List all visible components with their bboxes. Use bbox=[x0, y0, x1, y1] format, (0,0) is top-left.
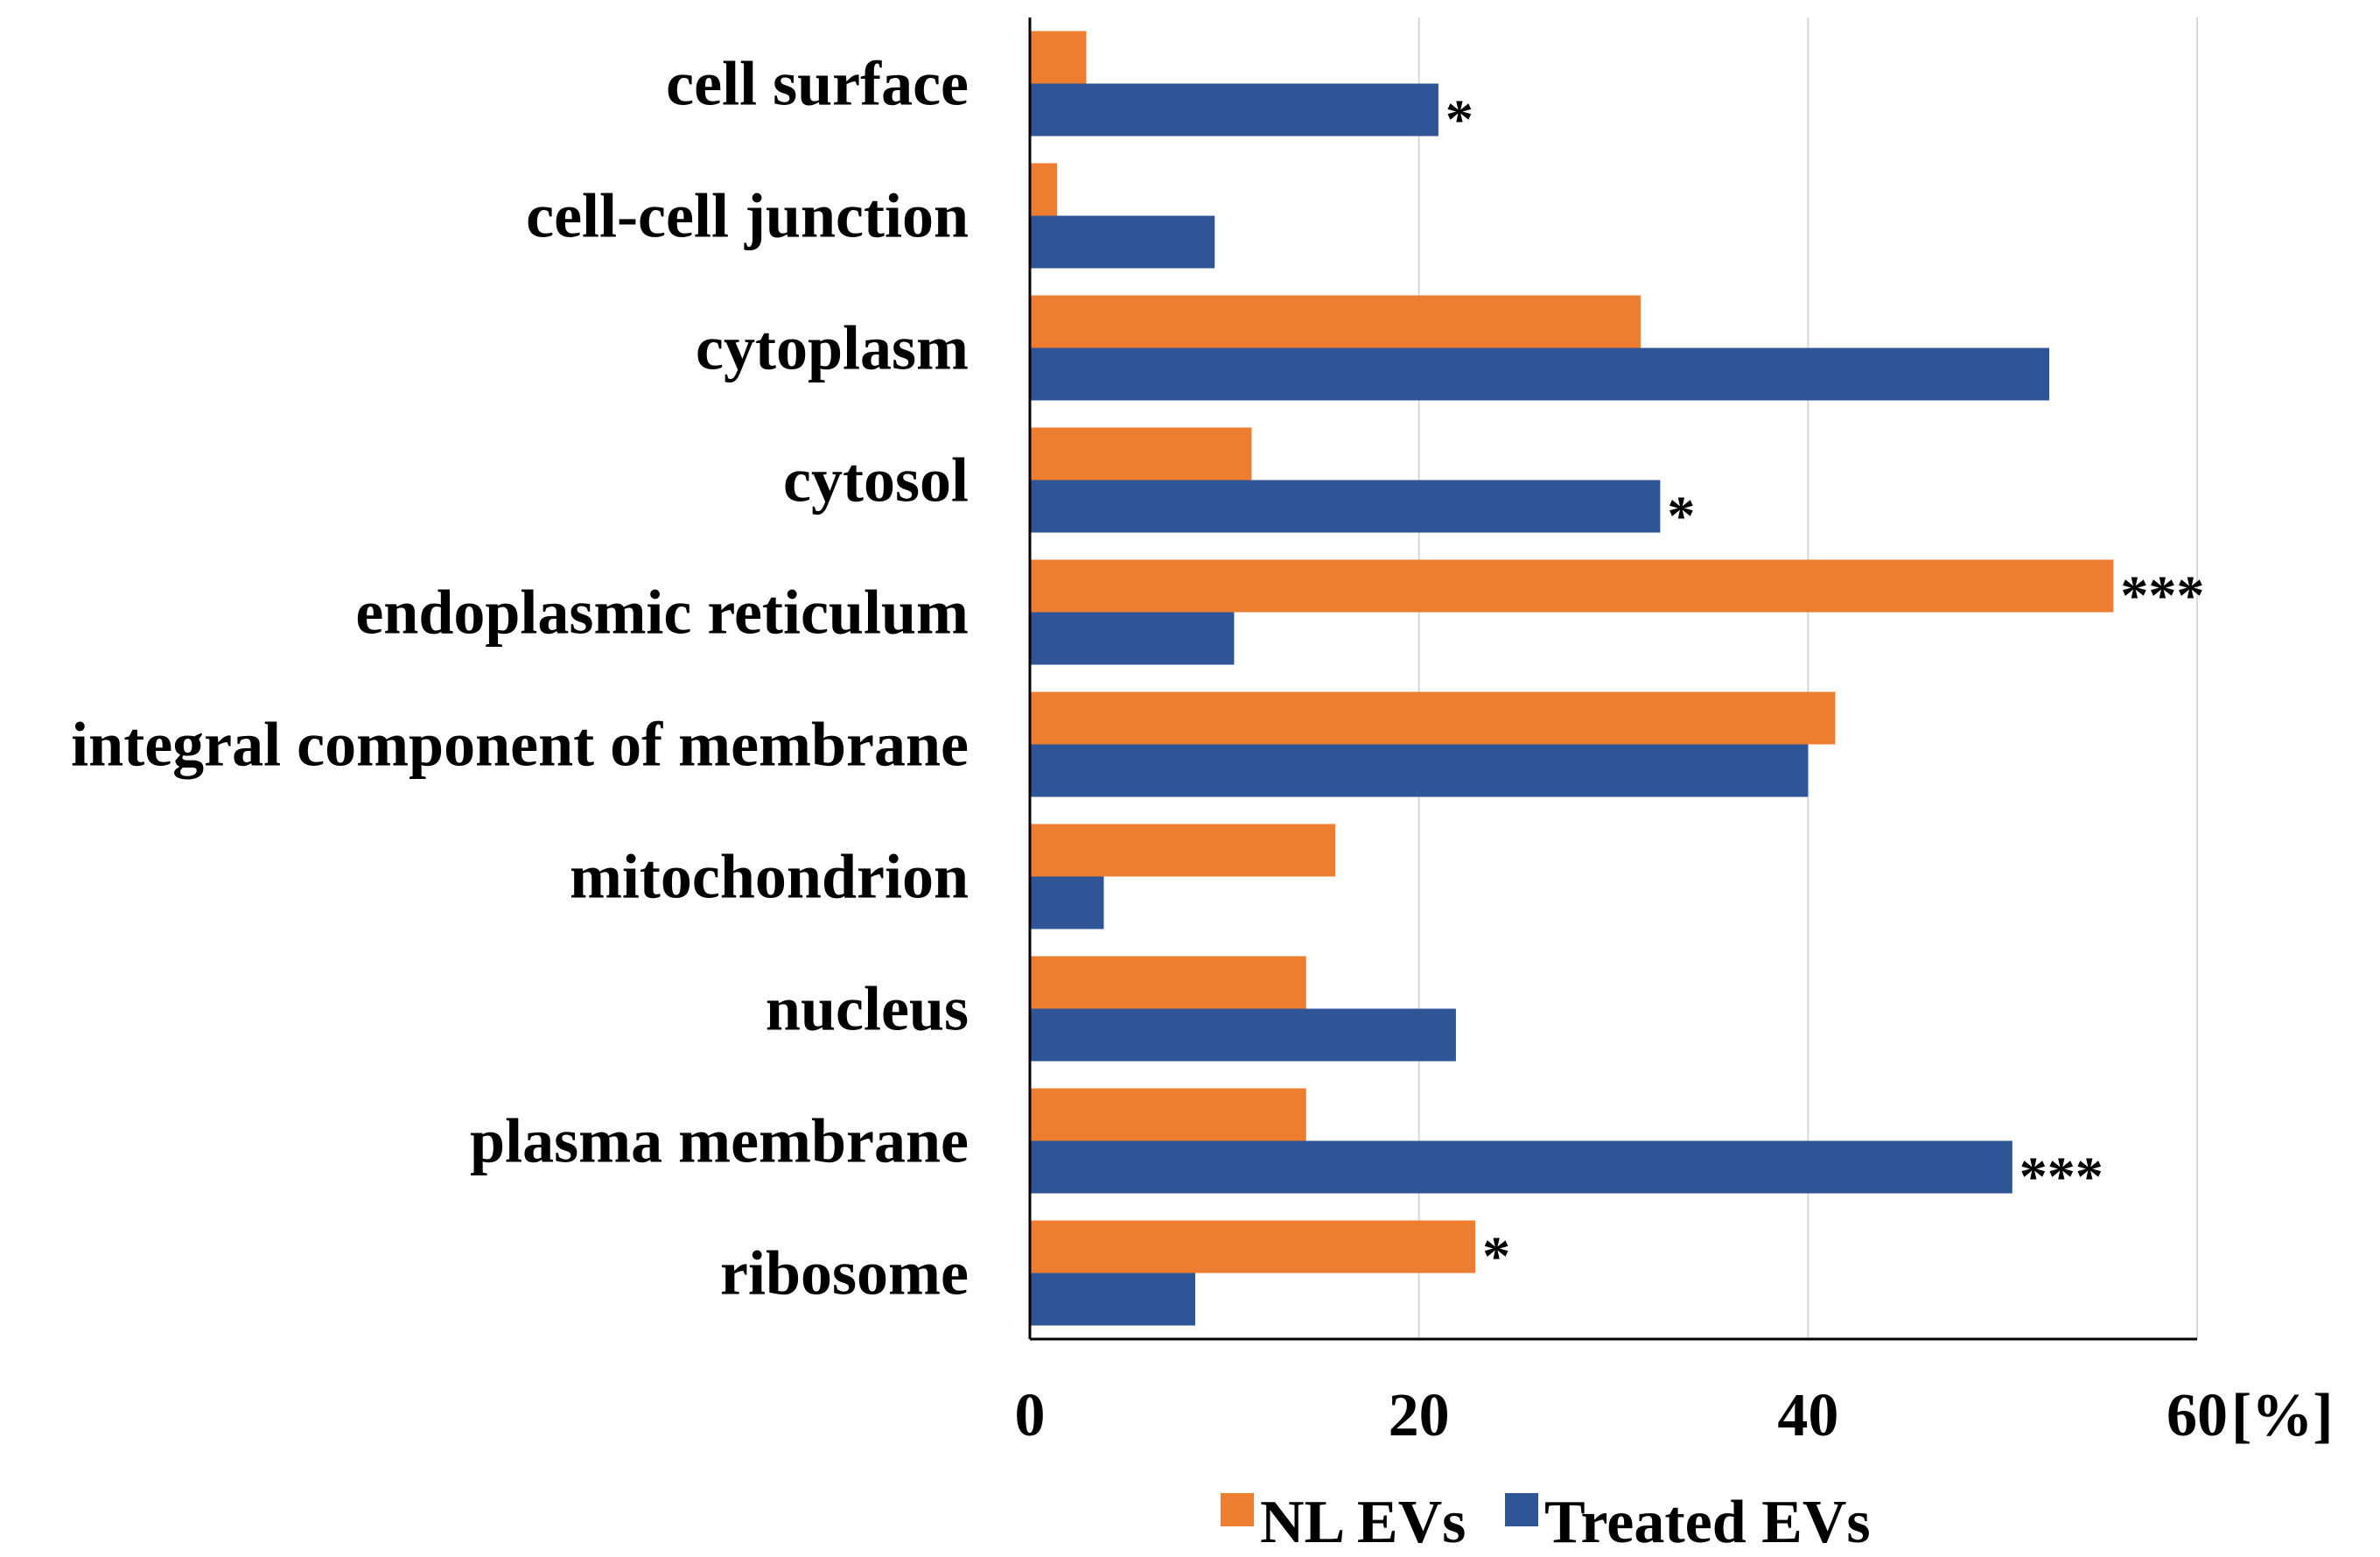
bar-nl-evs-nucleus bbox=[1030, 956, 1306, 1009]
x-axis-unit-label: [%] bbox=[2231, 1382, 2334, 1449]
bar-nl-evs-integral-component-of-membrane bbox=[1030, 691, 1836, 745]
legend-label-nl-evs: NL EVs bbox=[1260, 1489, 1466, 1556]
bar-nl-evs-cell-surface bbox=[1030, 31, 1087, 84]
legend-swatch-nl-evs bbox=[1221, 1493, 1254, 1526]
bar-nl-evs-ribosome bbox=[1030, 1220, 1476, 1273]
grid-lines bbox=[1418, 18, 2198, 1339]
x-tick-label: 40 bbox=[1777, 1382, 1838, 1449]
bar-treated-evs-cytosol bbox=[1030, 480, 1661, 533]
category-label: nucleus bbox=[766, 974, 969, 1044]
significance-nl-evs-ribosome: * bbox=[1482, 1225, 1510, 1287]
x-tick-label: 60 bbox=[2166, 1382, 2228, 1449]
significance-nl-evs-endoplasmic-reticulum: *** bbox=[2120, 565, 2204, 627]
category-label: cell-cell junction bbox=[526, 181, 969, 251]
category-label: cell surface bbox=[666, 49, 969, 119]
category-label: endoplasmic reticulum bbox=[355, 578, 969, 648]
bar-nl-evs-cytosol bbox=[1030, 427, 1252, 480]
significance-treated-evs-cell-surface: * bbox=[1446, 88, 1474, 151]
category-label: ribosome bbox=[720, 1238, 969, 1308]
bar-nl-evs-plasma-membrane bbox=[1030, 1088, 1306, 1141]
bar-treated-evs-cytoplasm bbox=[1030, 347, 2050, 401]
x-tick-labels: 0 20 40 60 bbox=[1015, 1382, 2229, 1449]
category-label: cytoplasm bbox=[696, 313, 969, 383]
bar-nl-evs-cell-cell-junction bbox=[1030, 163, 1058, 216]
bar-treated-evs-nucleus bbox=[1030, 1008, 1456, 1062]
bar-treated-evs-endoplasmic-reticulum bbox=[1030, 612, 1235, 665]
axes bbox=[1028, 18, 2197, 1341]
bar-treated-evs-mitochondrion bbox=[1030, 876, 1104, 929]
category-labels: cell surface cell-cell junction cytoplasm c… bbox=[71, 49, 969, 1308]
significance-treated-evs-cytosol: * bbox=[1667, 485, 1695, 547]
category-label: cytosol bbox=[783, 445, 969, 515]
category-label: mitochondrion bbox=[570, 842, 969, 912]
legend: NL EVs Treated EVs bbox=[1221, 1489, 1871, 1556]
bar-treated-evs-integral-component-of-membrane bbox=[1030, 744, 1809, 797]
bar-treated-evs-cell-surface bbox=[1030, 83, 1438, 137]
bar-treated-evs-plasma-membrane bbox=[1030, 1140, 2012, 1194]
category-label: integral component of membrane bbox=[71, 710, 969, 780]
bar-nl-evs-endoplasmic-reticulum bbox=[1030, 559, 2114, 613]
bar-treated-evs-cell-cell-junction bbox=[1030, 215, 1215, 269]
significance-treated-evs-plasma-membrane: *** bbox=[2020, 1146, 2104, 1208]
category-label: plasma membrane bbox=[470, 1106, 969, 1176]
bar-nl-evs-cytoplasm bbox=[1030, 295, 1642, 348]
legend-swatch-treated-evs bbox=[1505, 1493, 1538, 1526]
x-tick-label: 0 bbox=[1015, 1382, 1046, 1449]
bar-treated-evs-ribosome bbox=[1030, 1273, 1195, 1326]
significance-annotations: ********* bbox=[1446, 88, 2204, 1287]
legend-label-treated-evs: Treated EVs bbox=[1544, 1489, 1871, 1556]
x-tick-label: 20 bbox=[1389, 1382, 1450, 1449]
bars bbox=[1030, 31, 2114, 1326]
bar-nl-evs-mitochondrion bbox=[1030, 824, 1336, 877]
